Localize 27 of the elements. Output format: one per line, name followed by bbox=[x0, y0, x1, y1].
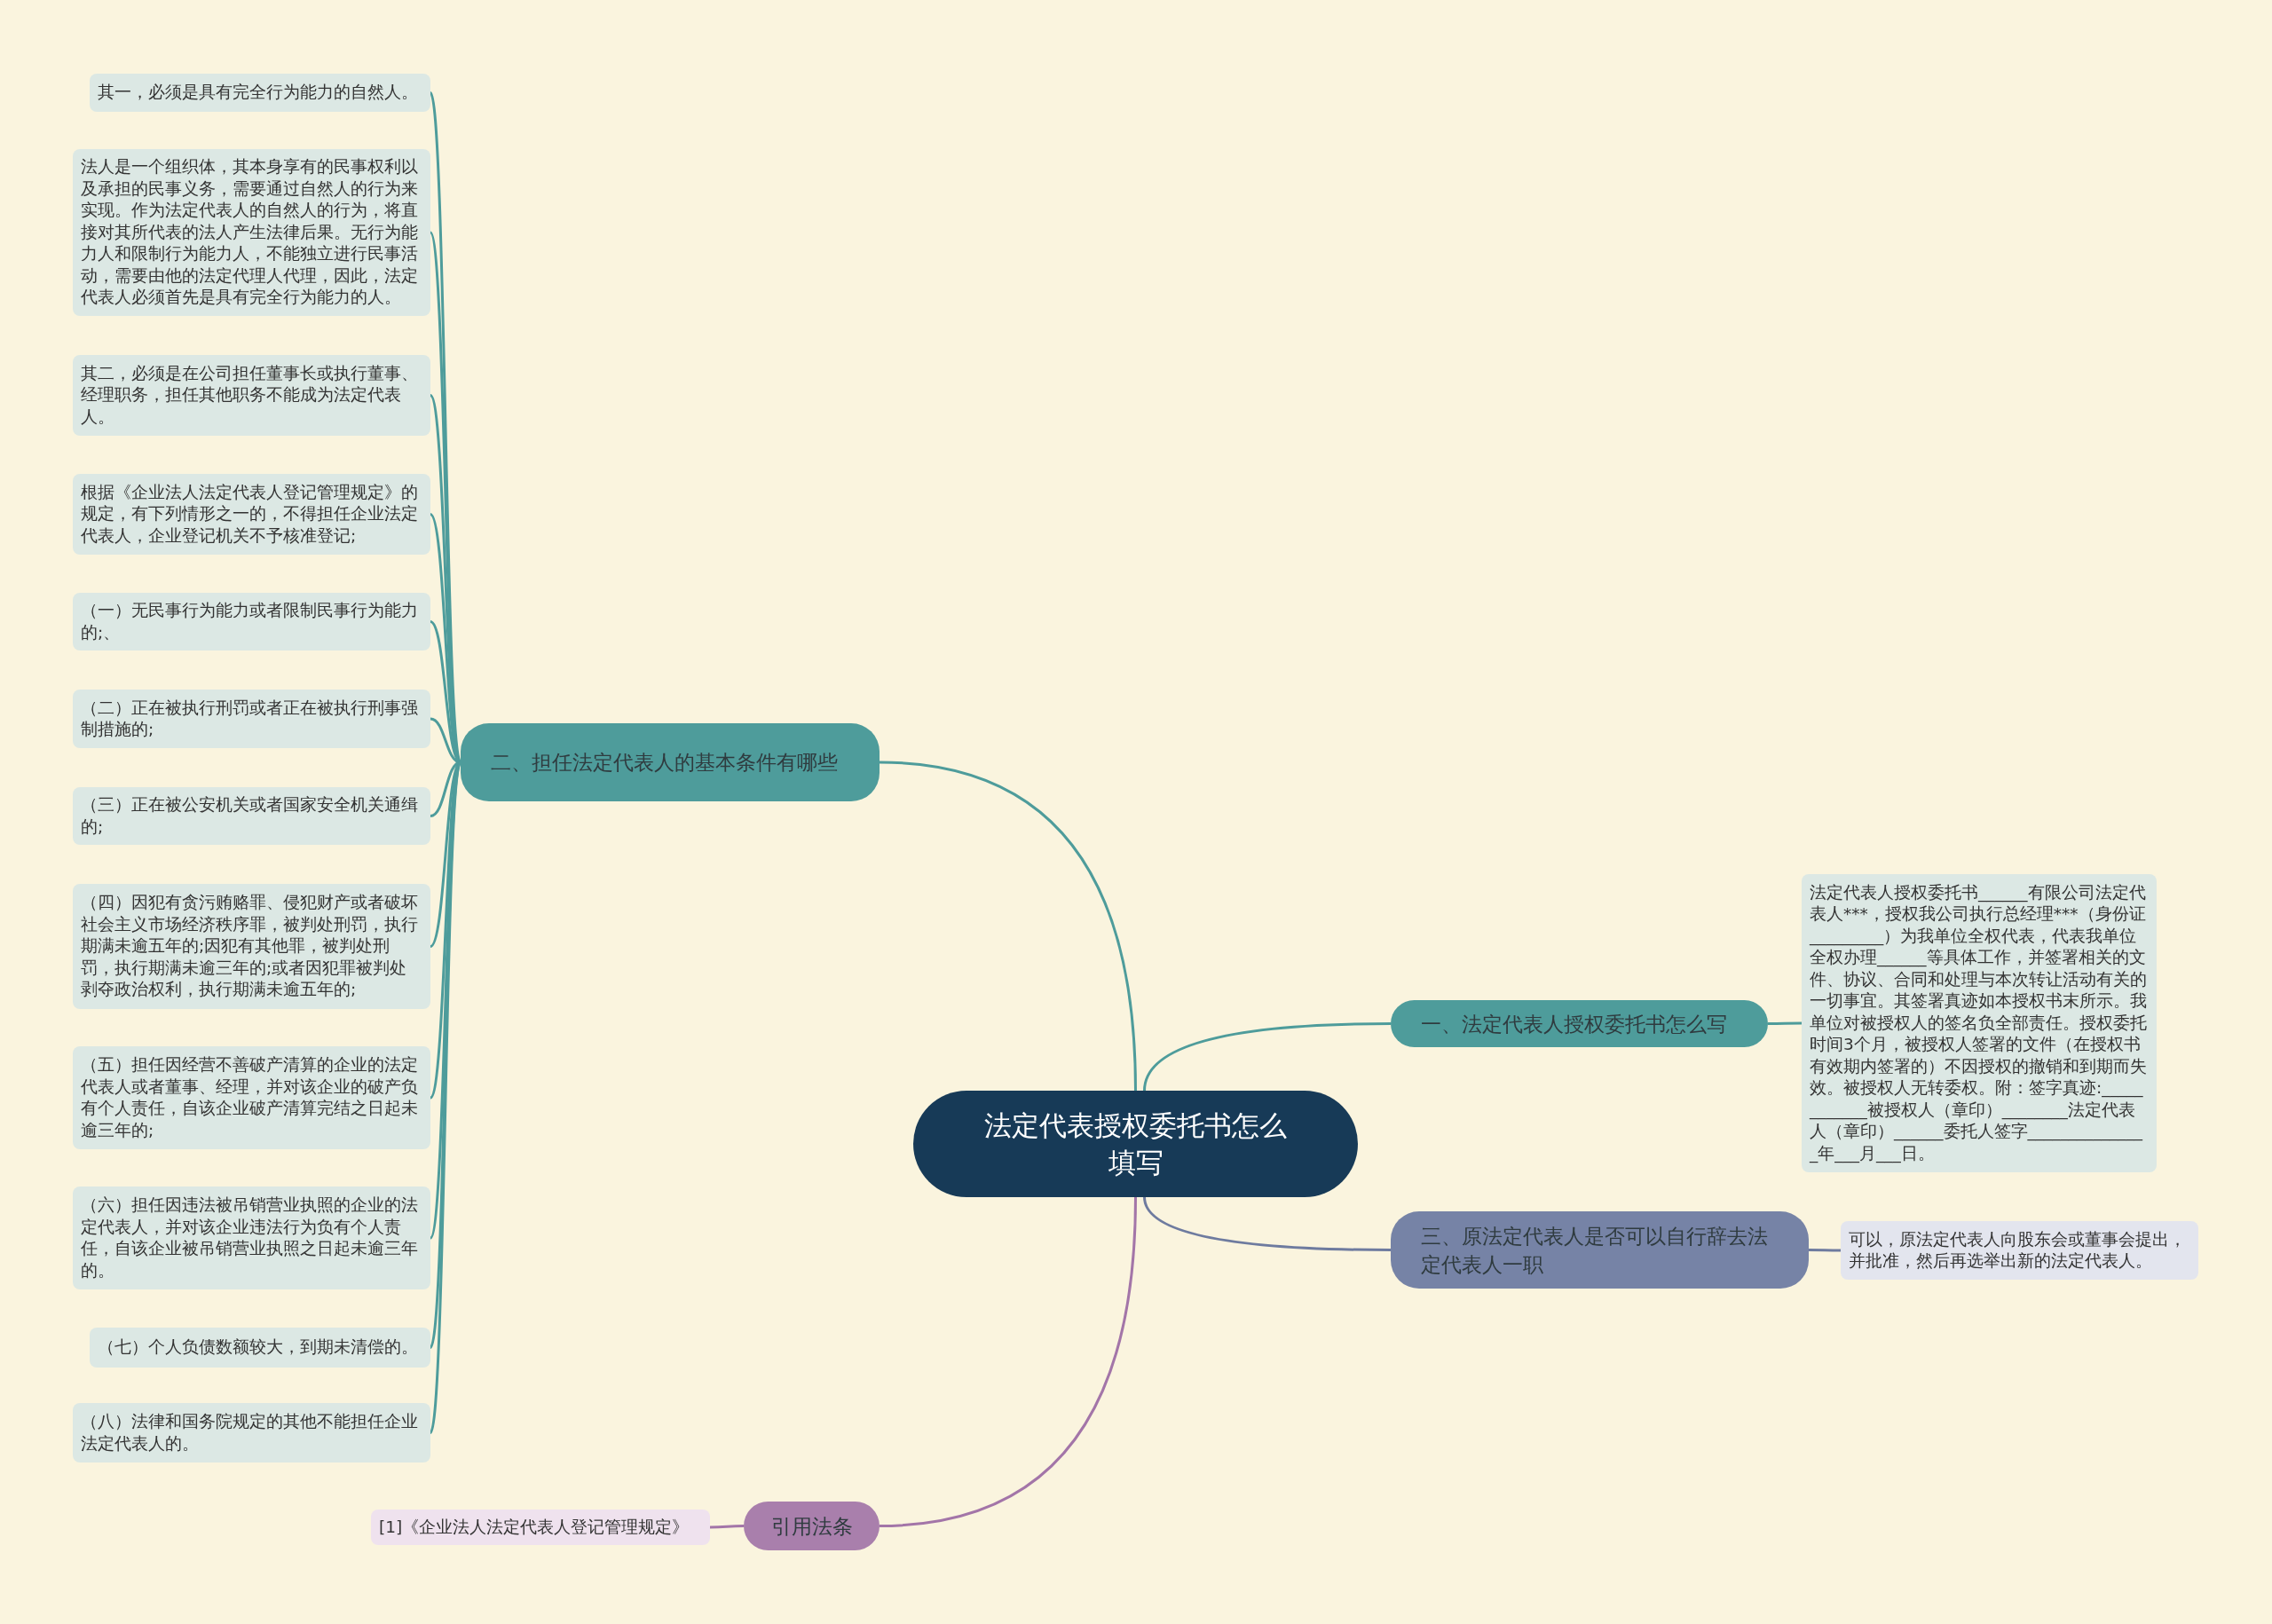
connector-line bbox=[879, 1196, 1137, 1527]
note-box: （三）正在被公安机关或者国家安全机关通缉的; bbox=[73, 787, 430, 845]
note-box: 根据《企业法人法定代表人登记管理规定》的规定，有下列情形之一的，不得担任企业法定代表人，企业登记机关不予核准登记; bbox=[73, 474, 430, 555]
note-box: （四）因犯有贪污贿赂罪、侵犯财产或者破坏社会主义市场经济秩序罪，被判处刑罚，执行期满未逾五年的;因犯有其他罪，被判处刑罚，执行期满未逾三年的;或者因犯罪被判处剥夺政治权利，执行期满未逾五年的; bbox=[73, 884, 430, 1009]
note-box: 法人是一个组织体，其本身享有的民事权利以及承担的民事义务，需要通过自然人的行为来实现。作为法定代表人的自然人的行为，将直接对其所代表的法人产生法律后果。无行为能力人和限制行为能力人，不能独立进行民事活动，需要由他的法定代理人代理，因此，法定代表人必须首先是具有完全行为能力的人。 bbox=[73, 149, 430, 316]
note-box: （一）无民事行为能力或者限制民事行为能力的;、 bbox=[73, 593, 430, 650]
note-box: （七）个人负债数额较大，到期未清偿的。 bbox=[90, 1328, 430, 1368]
connector-line bbox=[1809, 1249, 1841, 1252]
central-topic: 法定代表授权委托书怎么填写 bbox=[913, 1091, 1358, 1197]
note-box: 可以，原法定代表人向股东会或董事会提出，并批准，然后再选举出新的法定代表人。 bbox=[1841, 1221, 2198, 1280]
connector-line bbox=[1143, 1196, 1391, 1251]
note-box: 其二，必须是在公司担任董事长或执行董事、经理职务，担任其他职务不能成为法定代表人。 bbox=[73, 355, 430, 436]
connector-line bbox=[879, 761, 1137, 1092]
connector-line bbox=[1143, 1022, 1391, 1092]
note-box: （二）正在被执行刑罚或者正在被执行刑事强制措施的; bbox=[73, 690, 430, 748]
note-box: 法定代表人授权委托书______有限公司法定代表人***，授权我公司执行总经理***（身份证_________）为我单位全权代表，代表我单位全权办理______等具体工作，并签署相关的文件、协议、合同和处理与本次转让活动有关的一切事宜。其签署真迹如本授权书末所示。我单位对被授权人的签名负全部责任。授权委托时间3个月，被授权人签署的文件（在授权书有效期内签署的）不因授权的撤销和到期而失效。被授权人无转委权。附：签字真迹:____________被授权人（章印）________法定代表人（章印）______委托人签字_______________年___月___日。 bbox=[1802, 874, 2157, 1172]
note-box: [1]《企业法人法定代表人登记管理规定》 bbox=[371, 1510, 710, 1545]
note-box: （八）法律和国务院规定的其他不能担任企业法定代表人的。 bbox=[73, 1403, 430, 1462]
branch-topic: 引用法条 bbox=[744, 1502, 880, 1550]
note-box: （五）担任因经营不善破产清算的企业的法定代表人或者董事、经理，并对该企业的破产负有个人责任，自该企业破产清算完结之日起未逾三年的; bbox=[73, 1046, 430, 1149]
note-box: 其一，必须是具有完全行为能力的自然人。 bbox=[90, 74, 430, 112]
branch-topic: 三、原法定代表人是否可以自行辞去法定代表人一职 bbox=[1391, 1211, 1809, 1289]
branch-topic: 一、法定代表人授权委托书怎么写 bbox=[1391, 1000, 1768, 1047]
branch-topic: 二、担任法定代表人的基本条件有哪些 bbox=[461, 723, 880, 801]
connector-line bbox=[710, 1525, 744, 1529]
connector-line bbox=[1768, 1021, 1802, 1025]
note-box: （六）担任因违法被吊销营业执照的企业的法定代表人，并对该企业违法行为负有个人责任，自该企业被吊销营业执照之日起未逾三年的。 bbox=[73, 1186, 430, 1289]
